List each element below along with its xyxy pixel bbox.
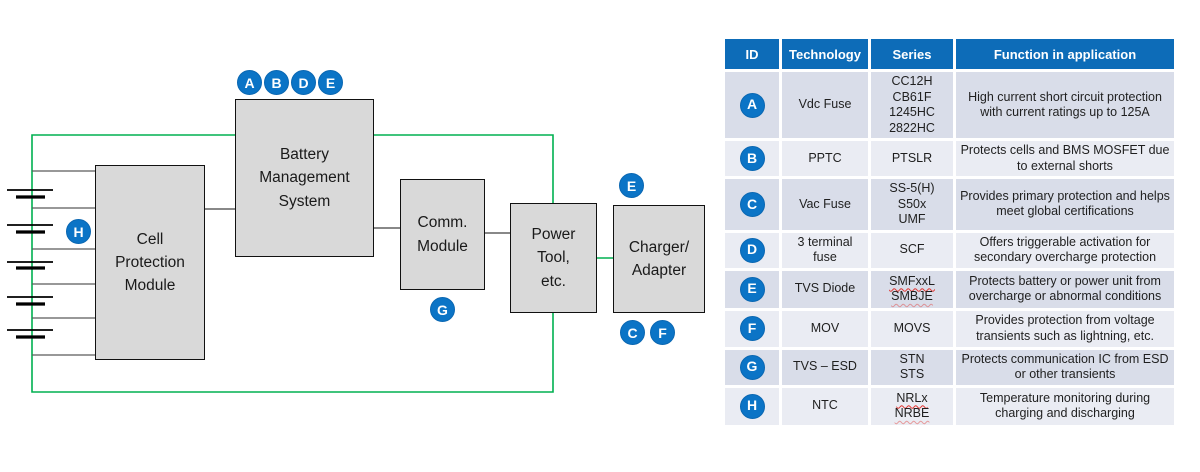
function-cell: Provides protection from voltage transie…: [956, 310, 1174, 347]
function-cell: Protects cells and BMS MOSFET due to ext…: [956, 141, 1174, 176]
id-cell: A: [725, 72, 779, 138]
badge-g-icon: G: [739, 354, 765, 380]
badge-d-icon: D: [739, 237, 765, 263]
id-cell: C: [725, 179, 779, 230]
header-series: Series: [871, 39, 953, 69]
badge-e-icon: E: [739, 276, 765, 302]
id-cell: E: [725, 270, 779, 308]
function-cell: Protects battery or power unit from over…: [956, 270, 1174, 308]
series-value: SMBJE: [891, 289, 933, 303]
technology-cell: Vac Fuse: [782, 179, 868, 230]
badge-b-icon: B: [264, 70, 289, 95]
series-cell: SMFxxL SMBJE: [871, 270, 953, 308]
battery-cell-icon: [7, 261, 53, 270]
technology-cell: Vdc Fuse: [782, 72, 868, 138]
table-row: H NTC NRLx NRBE Temperature monitoring d…: [725, 387, 1174, 425]
series-value: NRBE: [894, 406, 930, 420]
series-value: SMFxxL: [889, 273, 935, 288]
table-row: B PPTC PTSLR Protects cells and BMS MOSF…: [725, 141, 1174, 176]
battery-management-system-box: Battery Management System: [235, 99, 374, 257]
component-spec-table: ID Technology Series Function in applica…: [722, 36, 1177, 428]
badge-f-icon: F: [739, 316, 765, 341]
function-cell: High current short circuit protection wi…: [956, 72, 1174, 138]
header-function: Function in application: [956, 39, 1174, 69]
badge-a-icon: A: [739, 92, 765, 118]
table-header-row: ID Technology Series Function in applica…: [725, 39, 1174, 69]
badge-b-icon: B: [739, 146, 765, 171]
series-cell: SS-5(H) S50x UMF: [871, 179, 953, 230]
series-cell: PTSLR: [871, 141, 953, 176]
function-cell: Protects communication IC from ESD or ot…: [956, 349, 1174, 385]
technology-cell: TVS Diode: [782, 270, 868, 308]
battery-cell-icon: [7, 329, 53, 339]
badge-a-icon: A: [237, 70, 262, 95]
cell-tap-lines: [32, 170, 96, 356]
series-cell: CC12H CB61F 1245HC 2822HC: [871, 72, 953, 138]
badge-g-icon: G: [430, 297, 455, 322]
charger-adapter-box: Charger/ Adapter: [613, 205, 705, 313]
battery-stack: [7, 189, 53, 339]
table-row: E TVS Diode SMFxxL SMBJE Protects batter…: [725, 270, 1174, 308]
badge-h-icon: H: [66, 219, 91, 244]
green-power-loop-wire: [31, 134, 554, 393]
series-value: NRLx: [896, 390, 928, 405]
badge-c-icon: C: [620, 320, 645, 345]
battery-cell-icon: [7, 296, 53, 306]
circuit-wiring-layer: [7, 134, 614, 393]
power-tool-box: Power Tool, etc.: [510, 203, 597, 313]
technology-cell: 3 terminal fuse: [782, 232, 868, 268]
function-cell: Temperature monitoring during charging a…: [956, 387, 1174, 425]
function-cell: Provides primary protection and helps me…: [956, 179, 1174, 230]
cell-protection-module-box: Cell Protection Module: [95, 165, 205, 360]
header-technology: Technology: [782, 39, 868, 69]
technology-cell: PPTC: [782, 141, 868, 176]
badge-d-icon: D: [291, 70, 316, 95]
series-cell: NRLx NRBE: [871, 387, 953, 425]
series-cell: SCF: [871, 232, 953, 268]
battery-cell-icon: [7, 224, 53, 234]
technology-cell: NTC: [782, 387, 868, 425]
badge-c-icon: C: [739, 191, 765, 217]
technology-cell: MOV: [782, 310, 868, 347]
id-cell: H: [725, 387, 779, 425]
battery-cell-icon: [7, 189, 53, 199]
id-cell: B: [725, 141, 779, 176]
badge-e2-icon: E: [619, 173, 644, 198]
badge-h-icon: H: [739, 393, 765, 419]
technology-cell: TVS – ESD: [782, 349, 868, 385]
badge-e-icon: E: [318, 70, 343, 95]
id-cell: F: [725, 310, 779, 347]
id-cell: G: [725, 349, 779, 385]
series-cell: MOVS: [871, 310, 953, 347]
table-row: A Vdc Fuse CC12H CB61F 1245HC 2822HC Hig…: [725, 72, 1174, 138]
header-id: ID: [725, 39, 779, 69]
table-row: D 3 terminal fuse SCF Offers triggerable…: [725, 232, 1174, 268]
table-row: G TVS – ESD STN STS Protects communicati…: [725, 349, 1174, 385]
series-cell: STN STS: [871, 349, 953, 385]
function-cell: Offers triggerable activation for second…: [956, 232, 1174, 268]
id-cell: D: [725, 232, 779, 268]
badge-f-icon: F: [650, 320, 675, 345]
table-row: C Vac Fuse SS-5(H) S50x UMF Provides pri…: [725, 179, 1174, 230]
table-row: F MOV MOVS Provides protection from volt…: [725, 310, 1174, 347]
comm-module-box: Comm. Module: [400, 179, 485, 290]
